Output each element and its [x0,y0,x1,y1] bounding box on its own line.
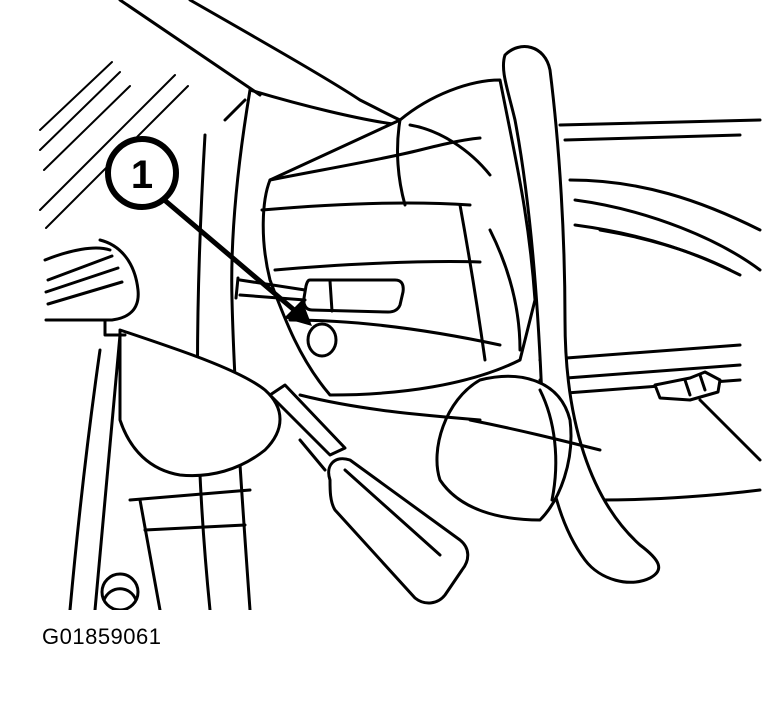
steering-wheel [501,45,661,584]
callout-leader-arrow [159,195,312,326]
figure-id-label: G01859061 [42,624,162,649]
target-hole [306,322,338,358]
lower-column-cover [298,374,602,522]
right-dash-lines [538,118,762,502]
lower-stalk [268,383,470,605]
lower-dash-panel [43,238,282,612]
steering-column-illustration: 1 [39,0,762,612]
callout-1: 1 [105,136,179,210]
column-shroud [260,78,537,397]
callout-number: 1 [131,153,153,197]
upper-stalk [234,276,405,314]
bolt-head [100,572,140,612]
clip-detail [653,370,722,402]
